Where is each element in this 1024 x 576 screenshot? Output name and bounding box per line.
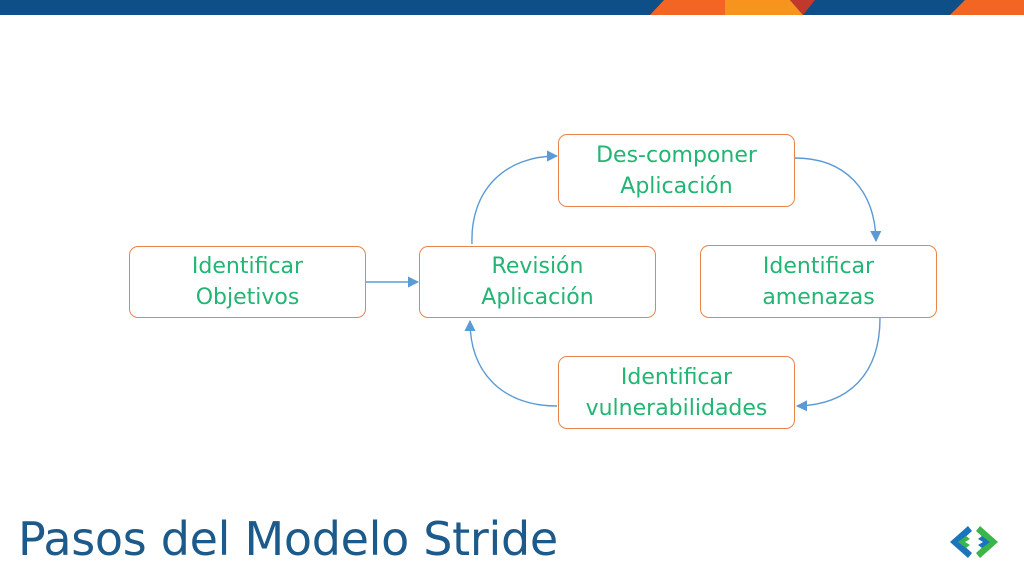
arrow-revision-to-descomponer <box>471 150 559 245</box>
node-descomponer-aplicacion: Des-componer Aplicación <box>558 134 795 207</box>
node-identificar-objetivos-label: Identificar Objetivos <box>191 254 304 310</box>
angle-brackets-logo-icon <box>950 526 998 558</box>
arrow-descomponer-to-amenazas <box>794 157 882 243</box>
node-identificar-objetivos: Identificar Objetivos <box>129 246 366 318</box>
slide-title: Pasos del Modelo Stride <box>18 512 558 566</box>
node-identificar-vulnerabilidades: Identificar vulnerabilidades <box>558 356 795 429</box>
node-descomponer-aplicacion-label: Des-componer Aplicación <box>596 142 757 199</box>
node-identificar-vulnerabilidades-label: Identificar vulnerabilidades <box>585 364 768 421</box>
node-identificar-amenazas: Identificar amenazas <box>700 245 937 318</box>
node-identificar-amenazas-label: Identificar amenazas <box>762 253 875 310</box>
arrow-amenazas-to-vulnerabilidades <box>795 317 881 412</box>
top-decorative-bar <box>0 0 1024 15</box>
node-revision-aplicacion: Revisión Aplicación <box>419 246 656 318</box>
arrow-vulnerabilidades-to-revision <box>464 319 558 407</box>
node-revision-aplicacion-label: Revisión Aplicación <box>481 254 594 310</box>
